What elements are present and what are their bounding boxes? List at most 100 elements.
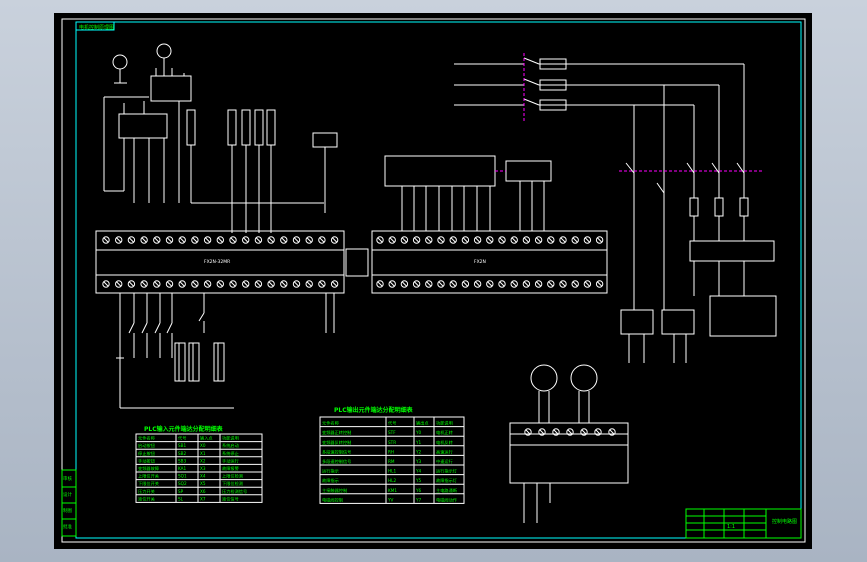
- terminal-screw: [425, 236, 433, 244]
- terminal-screw: [534, 280, 543, 288]
- table-cell: SQ1: [178, 474, 187, 479]
- input-table-title: PLC输入元件端达分配明细表: [144, 425, 224, 433]
- three-phase-lines[interactable]: [454, 53, 777, 363]
- table-cell: 中速运行: [436, 458, 453, 465]
- table-cell: 多段速控制信号: [322, 448, 351, 455]
- table-cell: HL2: [388, 478, 396, 483]
- table-cell: 上限位开关: [138, 473, 159, 480]
- table-cell: 变频器反转控制: [322, 439, 351, 446]
- terminal-screw: [388, 236, 396, 244]
- terminal-screw: [292, 236, 301, 244]
- terminal-screw: [165, 236, 174, 244]
- schematic-canvas[interactable]: 电机控制原理图 审核 设计 制图 批准: [54, 13, 812, 549]
- transformer-coil: [156, 43, 172, 59]
- top-relays[interactable]: [186, 109, 338, 233]
- terminal-screw: [580, 428, 588, 436]
- table-cell: X7: [200, 496, 206, 501]
- table-header-cell: 元件名称: [322, 420, 339, 427]
- terminal-screw: [178, 280, 186, 288]
- table-cell: X4: [200, 474, 206, 479]
- output-table-title: PLC输出元件端达分配明细表: [334, 406, 414, 414]
- terminal-screw: [522, 280, 531, 288]
- table-cell: 变频器正转控制: [322, 429, 351, 436]
- contactor-coil: [661, 309, 695, 335]
- table-header-cell: 元件名称: [138, 435, 155, 442]
- table-cell: X1: [200, 451, 206, 456]
- table-cell: X2: [200, 458, 206, 463]
- table-cell: 系统停止: [222, 450, 239, 457]
- encoder-icon: [570, 364, 598, 392]
- terminal-screw: [114, 236, 123, 244]
- table-cell: Y7: [415, 497, 422, 502]
- power-module: [150, 75, 192, 102]
- terminal-screw: [376, 236, 384, 244]
- terminal-screw: [229, 280, 237, 288]
- inverter-box: [384, 155, 496, 187]
- terminal-screw: [559, 236, 567, 244]
- table-cell: 系统启动: [222, 442, 239, 449]
- table-cell: 主接触器控制: [322, 487, 347, 494]
- encoder-module-body: [509, 444, 629, 484]
- table-cell: 多段速控制信号: [322, 458, 351, 465]
- table-cell: 主电路通断: [436, 487, 458, 494]
- inverter-group[interactable]: [384, 155, 552, 231]
- side-label: 审核: [63, 475, 72, 482]
- terminal-screw: [376, 280, 384, 288]
- terminal-screw: [571, 280, 579, 288]
- title-block-scale: 1:1: [727, 524, 735, 530]
- plc-ext[interactable]: FX2N: [371, 230, 608, 294]
- terminal-screw: [449, 280, 457, 288]
- terminal-screw: [437, 236, 445, 244]
- terminal-screw: [583, 236, 592, 244]
- table-cell: X0: [200, 443, 206, 448]
- terminal-screw: [280, 236, 288, 244]
- terminal-screw: [216, 236, 225, 244]
- table-cell: 液位开关: [138, 495, 155, 502]
- table-cell: 变频器故障: [138, 465, 159, 472]
- table-cell: Y1: [415, 440, 422, 445]
- plc-main-label: FX2N-32MR: [204, 259, 230, 265]
- terminal-screw: [559, 280, 567, 288]
- table-cell: SB2: [178, 451, 187, 456]
- table-cell: 手动运行: [222, 457, 239, 464]
- table-cell: 下限位检测: [222, 480, 243, 487]
- terminal-screw: [114, 280, 123, 288]
- side-strip: 审核 设计 制图 批准: [61, 469, 77, 537]
- terminal-screw: [318, 236, 326, 244]
- encoder-group[interactable]: [509, 364, 629, 523]
- terminal-screw: [566, 428, 574, 436]
- terminal-screw: [102, 280, 110, 288]
- terminal-screw: [127, 236, 136, 244]
- terminal-screw: [191, 280, 199, 288]
- table-cell: SQ2: [178, 481, 187, 486]
- terminal-screw: [305, 280, 313, 288]
- terminal-screw: [486, 236, 494, 244]
- table-cell: Y6: [415, 488, 422, 493]
- terminal-screw: [153, 280, 161, 288]
- terminal-screw: [254, 280, 263, 288]
- table-cell: SL: [178, 496, 184, 501]
- terminal-screw: [534, 236, 543, 244]
- table-cell: 下限位开关: [138, 480, 159, 487]
- title-block[interactable]: 控制电路图 1:1: [685, 508, 802, 539]
- terminal-screw: [330, 280, 339, 288]
- plc-main[interactable]: FX2N-32MR: [95, 230, 369, 294]
- terminal-screw: [608, 428, 616, 436]
- table-header-cell: 功能说明: [436, 420, 453, 427]
- contactor-coil: [620, 309, 654, 335]
- terminal-screw: [510, 280, 518, 288]
- input-switches[interactable]: [116, 293, 335, 409]
- terminal-screw: [412, 280, 421, 288]
- table-cell: HL1: [388, 469, 396, 474]
- terminal-screw: [461, 280, 470, 288]
- terminal-screw: [571, 236, 579, 244]
- terminal-screw: [280, 280, 288, 288]
- terminal-screw: [449, 236, 457, 244]
- terminal-screw: [178, 236, 186, 244]
- power-supply-group[interactable]: [103, 43, 192, 203]
- terminal-screw: [595, 236, 604, 244]
- terminal-screw: [102, 236, 110, 244]
